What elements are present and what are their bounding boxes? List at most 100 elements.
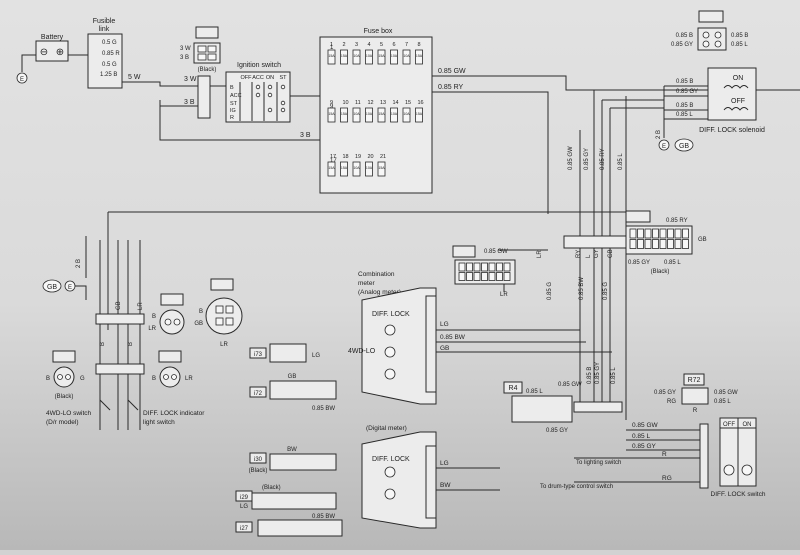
fuse-amp: 15A bbox=[328, 54, 335, 58]
fuse-number: 7 bbox=[405, 42, 408, 48]
fuse-number: 17 bbox=[330, 154, 336, 160]
e25-right: G bbox=[80, 376, 85, 382]
combo-connector bbox=[425, 295, 437, 393]
left-ground-link bbox=[75, 285, 87, 300]
i29-wire: LG bbox=[240, 504, 248, 510]
digital-wires bbox=[436, 467, 500, 491]
f96-right-2: 0.85 L bbox=[731, 42, 748, 48]
digital-wire-bw: BW bbox=[440, 482, 451, 489]
combo-indicator-diff-icon bbox=[384, 324, 396, 336]
f59a-left: B bbox=[152, 314, 156, 320]
connector-pin bbox=[481, 272, 488, 281]
connector-pin bbox=[473, 272, 481, 281]
e24-pin bbox=[171, 374, 177, 380]
harness-verticals bbox=[593, 90, 627, 420]
digital-meter-body bbox=[361, 431, 437, 529]
fuse bbox=[390, 107, 398, 123]
e25-connector bbox=[53, 366, 75, 388]
bottom-wire-gy: 0.85 GY bbox=[632, 443, 657, 450]
f96-pin bbox=[714, 31, 722, 39]
vertical-label-l: 0.85 L bbox=[618, 153, 624, 170]
r4-wire-gw: 0.85 GW bbox=[558, 382, 582, 388]
r72-left-2: RG bbox=[667, 399, 676, 405]
ignition-contact bbox=[267, 84, 273, 90]
fuse bbox=[415, 107, 423, 123]
f77-pin-2 bbox=[197, 53, 207, 61]
f96-right-1: 0.85 B bbox=[731, 33, 748, 39]
wire-3b-label-a: 3 B bbox=[184, 99, 195, 106]
vertical2-gb: GB bbox=[608, 249, 614, 258]
vertical2-l: L bbox=[586, 254, 592, 258]
fuse-amp: 15A bbox=[328, 166, 335, 170]
digital-label: (Digital meter) bbox=[366, 425, 407, 432]
fuse bbox=[327, 49, 336, 65]
i72-connector bbox=[269, 380, 337, 400]
combo-indicator-lo-icon bbox=[384, 346, 396, 358]
f66-note: (Black) bbox=[651, 269, 670, 275]
i27-connector bbox=[257, 519, 343, 537]
f65-pins bbox=[458, 262, 511, 281]
fuse bbox=[340, 49, 348, 65]
sw-4wd-line2: (D/r model) bbox=[46, 419, 79, 426]
fuse-amp: 10A bbox=[391, 54, 398, 58]
fuse-amp: 10A bbox=[353, 112, 360, 116]
battery-plus-icon: ⊕ bbox=[56, 47, 64, 58]
connector-pin bbox=[652, 239, 659, 249]
fuse bbox=[327, 161, 336, 177]
i30-note: (Black) bbox=[249, 468, 268, 474]
ignition-col-acc: ACC bbox=[252, 75, 264, 81]
e25-note: (Black) bbox=[55, 394, 74, 400]
r72-id: R72 bbox=[688, 377, 701, 384]
combo-line3: (Analog meter) bbox=[358, 289, 401, 296]
connector-pin bbox=[466, 272, 473, 281]
f66-top: 0.85 RY bbox=[666, 218, 688, 224]
diff-switch-grid bbox=[720, 418, 756, 486]
f59b-bottom: LR bbox=[220, 342, 228, 348]
f59b-pin bbox=[215, 305, 224, 314]
f66-pins bbox=[629, 228, 689, 249]
i72-id-frame bbox=[249, 386, 267, 398]
i27-id: i27 bbox=[240, 526, 249, 532]
r72-id-frame bbox=[683, 373, 705, 386]
fusible-link-fuse-2: 0.85 R bbox=[102, 51, 120, 57]
f96-left-2: 0.85 GY bbox=[671, 42, 693, 48]
left-wire-b2: B bbox=[128, 342, 134, 346]
i72-bottom: 0.85 BW bbox=[312, 406, 335, 412]
connector-pin bbox=[458, 262, 466, 272]
combo-wire-lg: LG bbox=[440, 321, 449, 328]
e24-connector bbox=[159, 366, 181, 388]
harness-connector-lower bbox=[573, 401, 623, 413]
f59a-pin bbox=[164, 318, 172, 326]
connector-pin bbox=[652, 228, 659, 239]
connector-pin bbox=[503, 262, 511, 272]
ignition-row-st: ST bbox=[230, 101, 238, 107]
diff-lock-switch: OFF ON DIFF. LOCK switch bbox=[711, 417, 766, 498]
solenoid-coil-on bbox=[723, 85, 749, 89]
f59b-left-1: B bbox=[199, 309, 203, 315]
f59b-pin bbox=[215, 317, 224, 326]
fuse-number: 8 bbox=[418, 42, 421, 48]
i29-note: (Black) bbox=[262, 485, 281, 491]
ignition-row-acc: ACC bbox=[230, 93, 242, 99]
fuse-number: 13 bbox=[380, 100, 386, 106]
connector-pin bbox=[503, 272, 511, 281]
diff-switch-lamp-icon bbox=[723, 464, 735, 476]
left-wire-lr: LR bbox=[138, 302, 144, 310]
fuse bbox=[402, 107, 411, 123]
fuse-number: 20 bbox=[368, 154, 374, 160]
digital-indicator-diff-icon bbox=[384, 466, 396, 478]
ignition-grid bbox=[239, 82, 278, 121]
fuse-number: 2 bbox=[343, 42, 346, 48]
fuse-number: 18 bbox=[343, 154, 349, 160]
fusible-link-body bbox=[87, 33, 123, 89]
vertical-label-ry: 0.85 RY bbox=[600, 148, 606, 170]
fuse-amp: 10A bbox=[391, 112, 398, 116]
combo-meter-body bbox=[361, 287, 437, 405]
f65-wire-gw: 0.85 GW bbox=[484, 249, 508, 255]
combo-wire-gb: GB bbox=[440, 345, 449, 352]
i30-id-frame bbox=[249, 452, 267, 464]
e24-id-frame bbox=[158, 350, 182, 363]
ignition-contact bbox=[255, 84, 261, 90]
f65-id-frame bbox=[452, 245, 476, 258]
e24-pin bbox=[163, 374, 169, 380]
